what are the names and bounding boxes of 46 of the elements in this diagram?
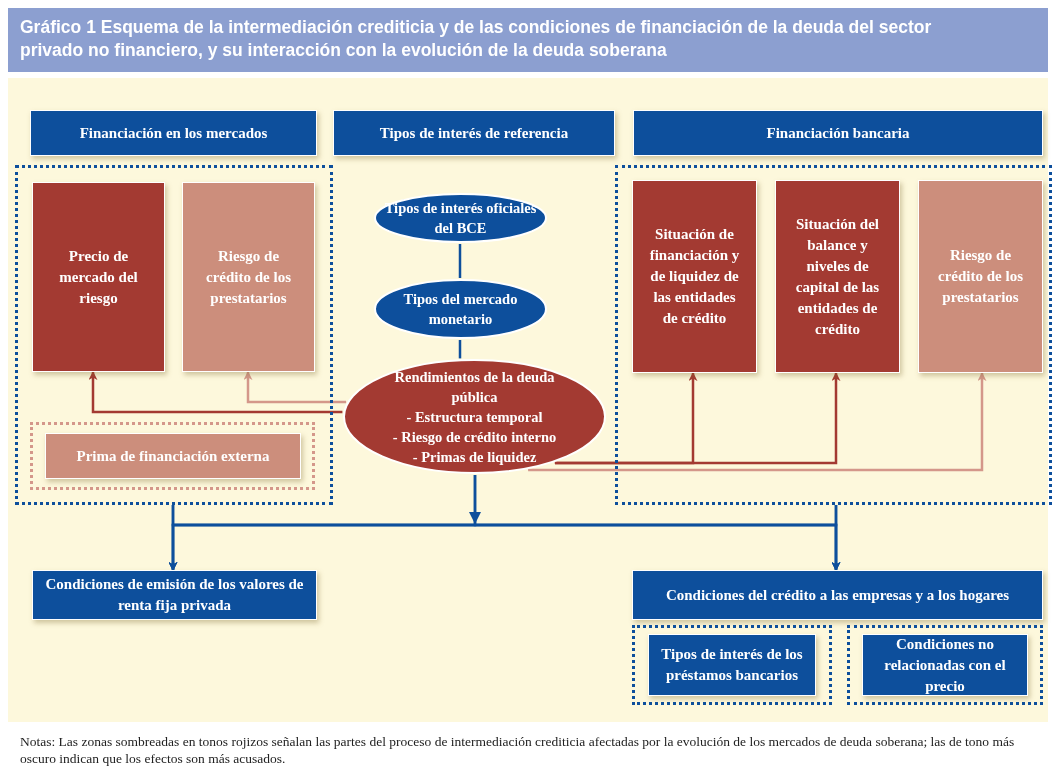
node-text: Rendimientos de la deuda pública	[394, 367, 555, 407]
yield-ellipse	[342, 358, 607, 475]
node-text: - Primas de liquidez	[412, 447, 537, 467]
node-text: Situación del balance y niveles de capital de las entidades de crédito	[794, 214, 881, 339]
heading-box	[648, 634, 816, 696]
node-text: Situación de financiación y de liquidez de las entidades de crédito	[648, 225, 741, 328]
factor-box	[775, 180, 900, 373]
heading-box	[862, 634, 1028, 696]
connector-arrow	[88, 371, 343, 414]
node-text: - Riesgo de crédito interno	[392, 427, 557, 447]
rate-ellipse	[373, 278, 548, 340]
node-text: Tipos de interés de referencia	[378, 123, 570, 143]
node-text: Condiciones del crédito a las empresas y a los hogares	[664, 585, 1011, 605]
dotted-frame	[615, 165, 1052, 505]
node-text: Condiciones no relacionadas con el precio	[883, 634, 1007, 696]
node-text: Riesgo de crédito de los prestatarios	[205, 246, 292, 308]
dotted-frame	[15, 165, 333, 505]
node-text: Prima de financiación externa	[75, 446, 271, 466]
note-text: Notas: Las zonas sombreadas en tonos rojizos señalan las partes del proceso de intermediación crediticia afectadas por la evolución de los mercados de deuda soberana; las de tono más oscuro indican que los efectos son más acusados.	[20, 733, 1016, 767]
node-text: Riesgo de crédito de los prestatarios	[937, 246, 1024, 307]
factor-box	[632, 180, 757, 373]
heading-box	[32, 570, 317, 620]
heading-box	[333, 110, 615, 156]
factor-box	[918, 180, 1043, 373]
factor-box	[182, 182, 315, 372]
heading-box	[633, 110, 1043, 156]
node-text: Tipos de interés de los préstamos bancarios	[660, 645, 804, 685]
connector-arrow	[243, 371, 347, 404]
node-text: - Estructura temporal	[406, 407, 543, 427]
connector-arrow	[831, 505, 841, 571]
dotted-frame	[847, 625, 1043, 705]
connector-arrow	[528, 372, 987, 472]
heading-box	[632, 570, 1043, 620]
factor-box	[45, 433, 301, 479]
node-text: Precio de mercado del riesgo	[58, 246, 139, 308]
node-text: Condiciones de emisión de los valores de renta fija privada	[44, 575, 305, 615]
title-bar: Gráfico 1 Esquema de la intermediación crediticia y de las condiciones de financiación de la deuda del sector privado no financiero, y su interacción con la evolución de la deuda soberana	[8, 8, 1048, 72]
dotted-frame	[30, 422, 315, 490]
dotted-frame	[632, 625, 832, 705]
heading-box	[30, 110, 317, 156]
rate-ellipse	[373, 192, 548, 244]
connector-arrow	[554, 372, 841, 465]
node-text: Financiación en los mercados	[78, 123, 269, 143]
node-text: Tipos del mercado monetario	[402, 290, 519, 329]
node-text: Financiación bancaria	[765, 123, 911, 143]
factor-box	[32, 182, 165, 372]
